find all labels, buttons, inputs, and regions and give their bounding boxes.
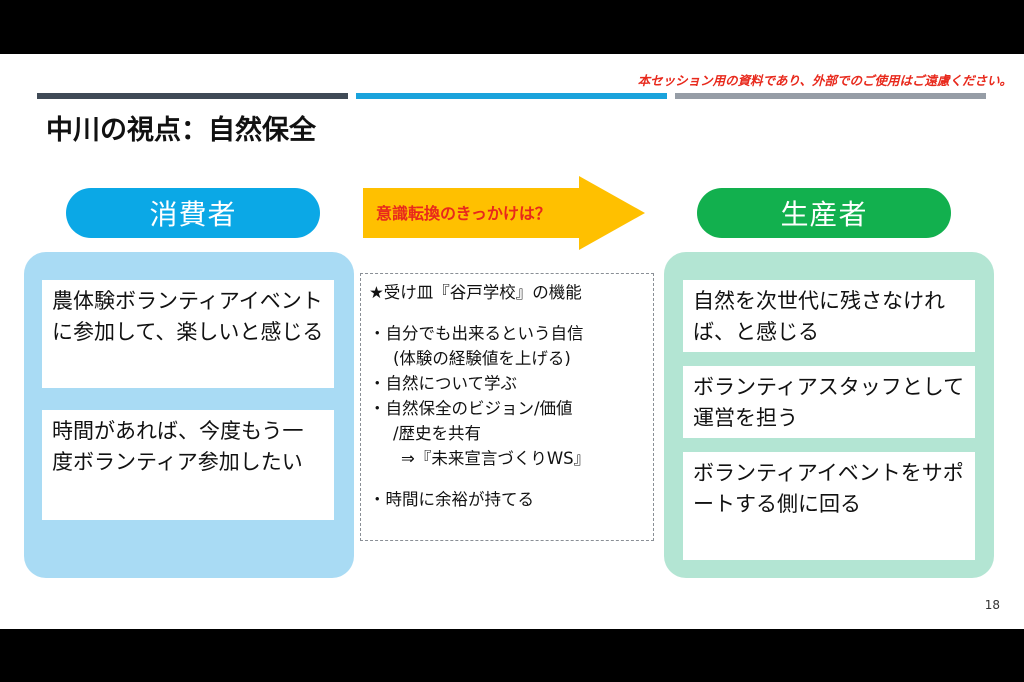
usage-notice: 本セッション用の資料であり、外部でのご使用はご遠慮ください。	[637, 73, 1012, 88]
right-arrow-icon	[363, 176, 645, 250]
slide: 本セッション用の資料であり、外部でのご使用はご遠慮ください。 中川の視点：自然保…	[0, 54, 1024, 629]
function-item-detail: (体験の経験値を上げる)	[393, 349, 571, 368]
producer-card: 自然を次世代に残さなければ、と感じる	[683, 280, 975, 352]
header-bar-gray	[675, 93, 986, 99]
consumer-card: 農体験ボランティアイベントに参加して、楽しいと感じる	[42, 280, 334, 388]
function-item: ・時間に余裕が持てる	[369, 490, 534, 509]
function-item: ・自然について学ぶ	[369, 374, 518, 393]
function-item: ・自然保全のビジョン/価値	[369, 399, 573, 418]
page-number: 18	[984, 598, 1000, 612]
function-item-detail: /歴史を共有	[393, 424, 482, 443]
producer-card: ボランティアスタッフとして運営を担う	[683, 366, 975, 438]
header-bar-blue	[356, 93, 667, 99]
consumer-card: 時間があれば、今度もう一度ボランティア参加したい	[42, 410, 334, 520]
functions-heading: ★受け皿『谷戸学校』の機能	[369, 283, 582, 302]
function-item: ・自分でも出来るという自信	[369, 324, 584, 343]
producer-label: 生産者	[697, 188, 951, 238]
slide-title: 中川の視点：自然保全	[46, 115, 316, 146]
arrow-label: 意識転換のきっかけは？	[376, 204, 551, 223]
function-item-detail: ⇒『未来宣言づくりWS』	[401, 449, 591, 468]
consumer-label: 消費者	[66, 188, 320, 238]
yato-school-functions-box: ★受け皿『谷戸学校』の機能 ・自分でも出来るという自信 (体験の経験値を上げる)…	[360, 273, 654, 541]
producer-card: ボランティアイベントをサポートする側に回る	[683, 452, 975, 560]
header-bar-dark	[37, 93, 348, 99]
